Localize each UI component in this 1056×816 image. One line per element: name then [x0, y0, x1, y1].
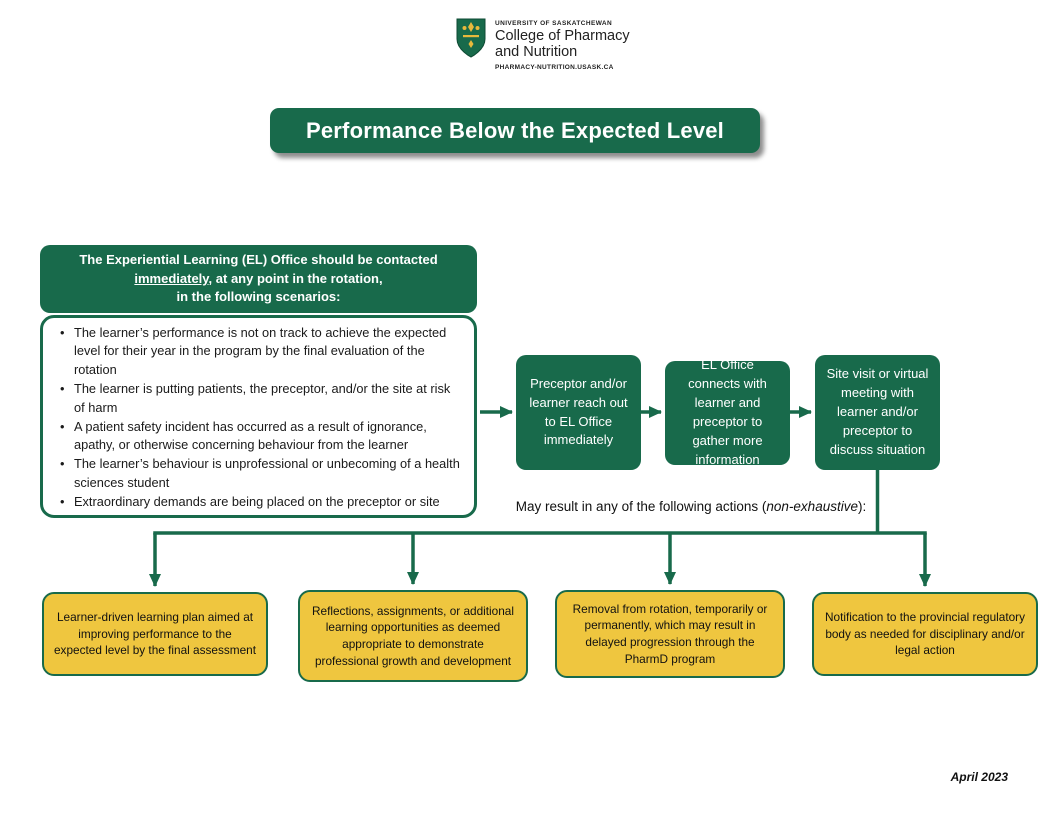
- action-regulatory-notification: Notification to the provincial regulator…: [812, 592, 1038, 676]
- scenarios-header-line2-rest: at any point in the rotation,: [212, 270, 383, 286]
- scenarios-list: The learner’s performance is not on trac…: [55, 324, 464, 512]
- usask-logo: UNIVERSITY OF SASKATCHEWAN College of Ph…: [456, 18, 630, 71]
- result-note: May result in any of the following actio…: [505, 499, 877, 514]
- list-item: The learner’s performance is not on trac…: [55, 324, 464, 380]
- action-reflections-assignments: Reflections, assignments, or additional …: [298, 590, 528, 682]
- page-title: Performance Below the Expected Level: [270, 108, 760, 153]
- scenarios-header-line3: in the following scenarios:: [176, 289, 341, 305]
- list-item: A patient safety incident has occurred a…: [55, 418, 464, 456]
- logo-college-line1: College of Pharmacy: [495, 28, 630, 44]
- scenarios-header-underlined: immediately,: [134, 270, 213, 286]
- result-note-suffix: ):: [857, 499, 867, 514]
- list-item: The learner is putting patients, the pre…: [55, 380, 464, 418]
- scenarios-header-line2: immediately, at any point in the rotatio…: [40, 270, 477, 289]
- logo-url: PHARMACY-NUTRITION.USASK.CA: [495, 64, 614, 72]
- usask-shield-icon: [456, 18, 486, 58]
- flow-step-site-visit: Site visit or virtual meeting with learn…: [815, 355, 940, 470]
- date-note: April 2023: [950, 770, 1008, 784]
- action-learning-plan: Learner-driven learning plan aimed at im…: [42, 592, 268, 676]
- action-removal-from-rotation: Removal from rotation, temporarily or pe…: [555, 590, 785, 678]
- list-item: The learner’s behaviour is unprofessiona…: [55, 455, 464, 493]
- flow-step-el-office-connects: EL Office connects with learner and prec…: [665, 357, 790, 467]
- scenarios-header: The Experiential Learning (EL) Office sh…: [40, 245, 477, 313]
- scenarios-header-line1: The Experiential Learning (EL) Office sh…: [79, 251, 438, 267]
- scenarios-list-box: The learner’s performance is not on trac…: [40, 315, 477, 518]
- logo-text: UNIVERSITY OF SASKATCHEWAN College of Ph…: [495, 18, 630, 71]
- result-note-prefix: May result in any of the following actio…: [515, 499, 767, 514]
- result-note-italic: non-exhaustive: [766, 499, 858, 514]
- list-item: Extraordinary demands are being placed o…: [55, 493, 464, 512]
- logo-university-line: UNIVERSITY OF SASKATCHEWAN: [495, 20, 613, 27]
- logo-college-line2: and Nutrition: [495, 44, 578, 61]
- flow-step-contact-el-office: Preceptor and/or learner reach out to EL…: [516, 355, 641, 470]
